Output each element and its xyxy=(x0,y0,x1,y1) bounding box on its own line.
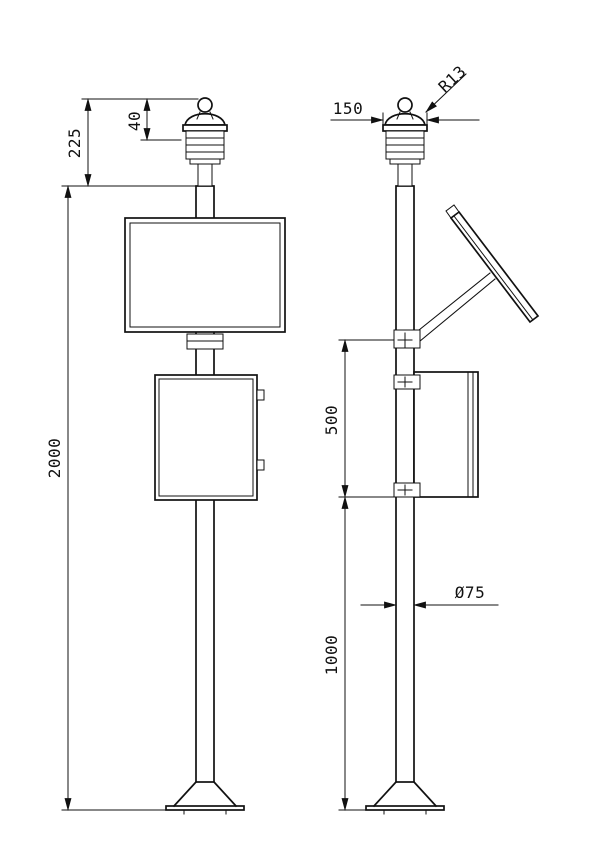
cabinet-clamps-side xyxy=(393,374,421,498)
dim-label-225: 225 xyxy=(65,128,84,158)
sensor-cap-front xyxy=(182,124,228,132)
sensor-neck-side xyxy=(397,163,413,187)
dim-label-r13: R13 xyxy=(435,62,470,97)
display-panel xyxy=(124,217,286,333)
dimensions: 225 40 2000 150 R13 500 xyxy=(45,62,499,812)
dimension-lower-span-1000: 1000 xyxy=(322,495,367,812)
weather-sensor-side xyxy=(382,97,428,187)
dimension-mid-span-500: 500 xyxy=(322,338,413,499)
cabinet-latch-bottom xyxy=(256,459,265,471)
base-front xyxy=(165,780,245,815)
control-cabinet xyxy=(154,374,265,501)
dim-label-2000: 2000 xyxy=(45,438,64,479)
dimension-sensor-cap-40: 40 xyxy=(125,97,182,142)
weather-sensor-front xyxy=(182,97,228,187)
solar-panel-bracket xyxy=(393,272,496,349)
cabinet-latch-top xyxy=(256,389,265,401)
sensor-dome-front xyxy=(183,113,227,126)
dimension-pole-diameter-75: Ø75 xyxy=(360,583,499,609)
dim-label-500: 500 xyxy=(322,405,341,435)
louver-stack-side xyxy=(385,130,425,165)
dim-label-150: 150 xyxy=(333,99,363,118)
front-view xyxy=(124,97,286,815)
louver-stack-front xyxy=(185,130,225,165)
cabinet-side xyxy=(413,371,479,498)
dimension-pole-height-2000: 2000 xyxy=(45,184,197,812)
dimension-dome-radius-r13: R13 xyxy=(425,62,470,113)
pole-clamp-front xyxy=(186,333,224,350)
side-view xyxy=(365,97,540,815)
lifting-eye-side xyxy=(397,97,413,113)
dim-label-1000: 1000 xyxy=(322,635,341,676)
sensor-neck-front xyxy=(197,163,213,187)
dimension-sensor-diameter-150: 150 xyxy=(330,99,480,128)
bracket-clamp xyxy=(393,329,421,349)
dim-label-dia75: Ø75 xyxy=(455,583,485,602)
dim-label-40: 40 xyxy=(125,111,144,131)
lifting-eye-front xyxy=(197,97,213,113)
solar-panel xyxy=(445,204,540,324)
dimension-sensor-assembly-225: 225 xyxy=(65,97,199,188)
base-side xyxy=(365,780,445,815)
sensor-cap-side xyxy=(382,124,428,132)
sensor-dome-side xyxy=(383,113,427,126)
